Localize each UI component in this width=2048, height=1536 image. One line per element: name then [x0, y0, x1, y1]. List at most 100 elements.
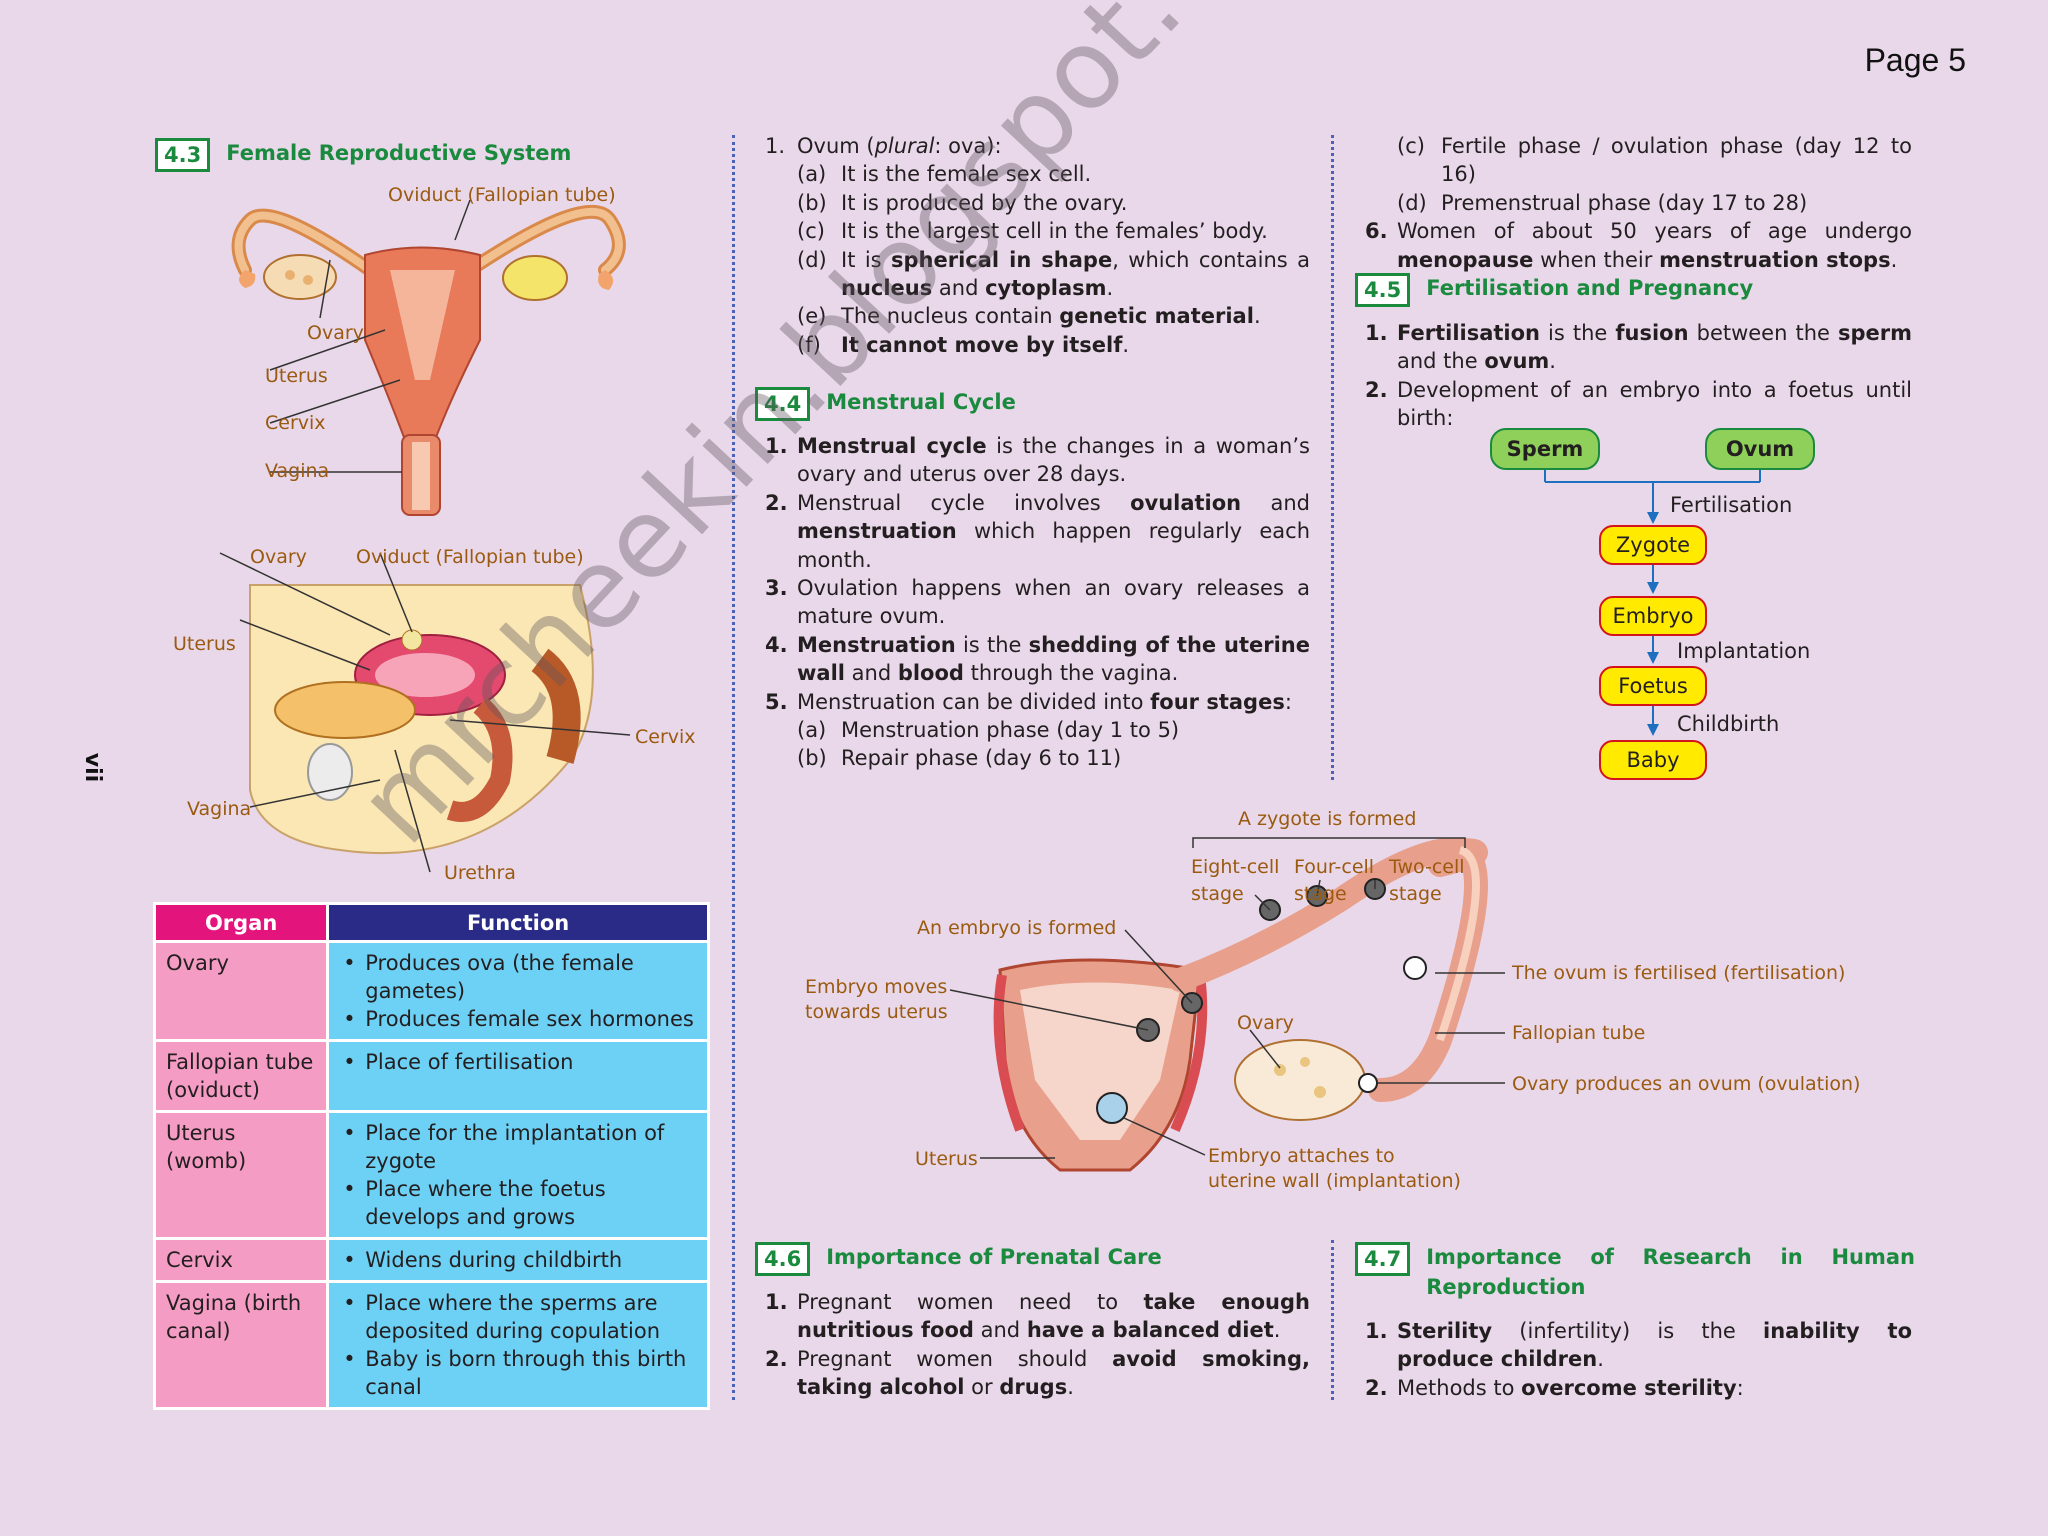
table-row: Vagina (birth canal) Place where the spe…: [152, 1280, 710, 1410]
research-list: 1.Sterility (infertility) is the inabili…: [1365, 1317, 1912, 1402]
label-eight-cell-stage: stage: [1191, 883, 1244, 905]
text: : ova):: [934, 134, 1002, 158]
organ-cell: Uterus (womb): [152, 1110, 330, 1240]
function-item: Place of fertilisation: [339, 1048, 697, 1076]
sub-item: (d)Premenstrual phase (day 17 to 28): [1397, 190, 1808, 215]
page-number: Page 5: [1864, 42, 1966, 78]
sub-item: (f)It cannot move by itself.: [797, 332, 1130, 357]
label-oviduct: Oviduct (Fallopian tube): [388, 184, 616, 206]
label-ovary: Ovary: [307, 322, 364, 344]
sub-item: (d)It is spherical in shape, which conta…: [797, 247, 1310, 301]
label-vagina: Vagina: [265, 460, 330, 482]
label-attaches-1: Embryo attaches to: [1208, 1145, 1395, 1167]
sub-item: (e)The nucleus contain genetic material.: [797, 304, 1261, 329]
section-title: Fertilisation and Pregnancy: [1426, 276, 1754, 300]
function-cell: Produces ova (the female gametes) Produc…: [326, 940, 710, 1042]
label-embryo-formed: An embryo is formed: [917, 917, 1117, 939]
fertilisation-list: 1.Fertilisation is the fusion between th…: [1365, 319, 1912, 433]
flow-node-sperm: Sperm: [1490, 428, 1600, 470]
sub-item-text: It is the female sex cell.: [841, 162, 1092, 187]
side-page-number: vii: [80, 752, 106, 783]
organ-cell: Vagina (birth canal): [152, 1280, 330, 1410]
front-diagram-drawing: [231, 199, 626, 516]
label-eight-cell: Eight-cell: [1191, 856, 1280, 878]
development-flowchart-lines: [1544, 465, 1761, 736]
flow-label-fertilisation: Fertilisation: [1670, 493, 1793, 517]
sub-item-text: It cannot move by itself: [841, 332, 1123, 357]
fertilisation-diagram-drawing: [949, 837, 1505, 1172]
function-item: Place where the foetus develops and grow…: [339, 1175, 697, 1231]
list-item: 2.Pregnant women should avoid smoking, t…: [765, 1346, 1311, 1400]
sub-item: (a)Menstruation phase (day 1 to 5): [797, 718, 1180, 743]
function-item: Baby is born through this birth canal: [339, 1345, 697, 1401]
function-item: Produces ova (the female gametes): [339, 949, 697, 1005]
label-vagina: Vagina: [187, 798, 252, 820]
label-attaches-2: uterine wall (implantation): [1208, 1170, 1461, 1192]
female-reproductive-front-diagram: Oviduct (Fallopian tube) Ovary Uterus Ce…: [150, 180, 710, 530]
side-diagram-drawing: [219, 552, 631, 873]
list-item: 2.Menstrual cycle involves ovulation and…: [765, 490, 1311, 572]
flow-label-childbirth: Childbirth: [1677, 712, 1780, 736]
sub-item: (b)It is produced by the ovary.: [765, 189, 1310, 217]
label-urethra: Urethra: [444, 862, 516, 884]
item-number: 1.: [765, 134, 786, 158]
list-item: 5.Menstruation can be divided into four …: [765, 689, 1292, 714]
sub-item: (b)Repair phase (day 6 to 11): [797, 746, 1122, 771]
sub-item-text: It is the largest cell in the females’ b…: [841, 219, 1268, 244]
list-item: 6.Women of about 50 years of age undergo…: [1365, 219, 1912, 272]
table-row: Uterus (womb) Place for the implantation…: [152, 1110, 710, 1240]
section-title: Menstrual Cycle: [826, 390, 1016, 414]
list-item: 2.Development of an embryo into a foetus…: [1365, 377, 1912, 431]
menstrual-cycle-list: 1.Menstrual cycle is the changes in a wo…: [765, 432, 1310, 773]
section-number: 4.4: [755, 387, 811, 421]
label-cervix: Cervix: [635, 726, 696, 748]
label-two-cell-stage: stage: [1389, 883, 1442, 905]
organ-cell: Fallopian tube (oviduct): [152, 1039, 330, 1113]
table-header-row: Organ Function: [152, 902, 710, 943]
section-number: 4.5: [1355, 273, 1411, 307]
flow-node-zygote: Zygote: [1599, 525, 1707, 565]
function-item: Place for the implantation of zygote: [339, 1119, 697, 1175]
female-reproductive-side-diagram: Ovary Oviduct (Fallopian tube) Uterus Ce…: [150, 540, 710, 895]
list-item: 2.Methods to overcome sterility:: [1365, 1375, 1744, 1400]
label-two-cell: Two-cell: [1389, 856, 1465, 878]
label-uterus: Uterus: [265, 365, 328, 387]
table-row: Ovary Produces ova (the female gametes) …: [152, 940, 710, 1042]
sub-item: (c)It is the largest cell in the females…: [765, 217, 1310, 245]
table-row: Fallopian tube (oviduct) Place of fertil…: [152, 1039, 710, 1113]
section-number: 4.7: [1355, 1242, 1411, 1276]
label-uterus: Uterus: [173, 633, 236, 655]
column-divider-right-bottom: [1331, 1240, 1334, 1400]
label-ovary: Ovary: [1237, 1012, 1294, 1034]
function-item: Place where the sperms are deposited dur…: [339, 1289, 697, 1345]
label-oviduct: Oviduct (Fallopian tube): [356, 546, 584, 568]
sub-item: (c)Fertile phase / ovulation phase (day …: [1397, 134, 1912, 187]
flow-node-foetus: Foetus: [1599, 666, 1707, 706]
function-cell: Place of fertilisation: [326, 1039, 710, 1113]
section-number: 4.3: [155, 138, 211, 172]
flow-node-embryo: Embryo: [1599, 596, 1707, 636]
label-four-cell-stage: stage: [1294, 883, 1347, 905]
flow-node-ovum: Ovum: [1705, 428, 1815, 470]
list-item: 1.Fertilisation is the fusion between th…: [1365, 321, 1912, 374]
menstrual-cycle-list-continued: (c)Fertile phase / ovulation phase (day …: [1365, 132, 1912, 274]
column-divider-left: [732, 135, 735, 1400]
label-fallopian-tube: Fallopian tube: [1512, 1022, 1646, 1044]
section-title: Female Reproductive System: [226, 141, 572, 165]
table-row: Cervix Widens during childbirth: [152, 1237, 710, 1283]
ovum-list: 1. Ovum (plural: ova): (a)It is the fema…: [765, 132, 1310, 359]
label-embryo-moves-2: towards uterus: [805, 1001, 948, 1023]
text: Ovum (: [797, 134, 875, 158]
section-4-5-heading: 4.5 Fertilisation and Pregnancy: [1355, 273, 1753, 307]
organ-function-table: Organ Function Ovary Produces ova (the f…: [152, 902, 710, 1410]
organ-cell: Ovary: [152, 940, 330, 1042]
section-4-4-heading: 4.4 Menstrual Cycle: [755, 387, 1016, 421]
list-item: 1. Ovum (plural: ova):: [765, 132, 1310, 160]
fertilisation-implantation-diagram: A zygote is formed Eight-cell stage Four…: [780, 800, 1880, 1200]
list-item: 1.Menstrual cycle is the changes in a wo…: [765, 434, 1310, 487]
section-4-6-heading: 4.6 Importance of Prenatal Care: [755, 1242, 1162, 1276]
label-zygote-formed: A zygote is formed: [1238, 808, 1417, 830]
section-title: Importance of Research in Human Reproduc…: [1426, 1245, 1915, 1299]
label-ovulation: Ovary produces an ovum (ovulation): [1512, 1073, 1861, 1095]
label-ovum-fertilised: The ovum is fertilised (fertilisation): [1512, 962, 1846, 984]
